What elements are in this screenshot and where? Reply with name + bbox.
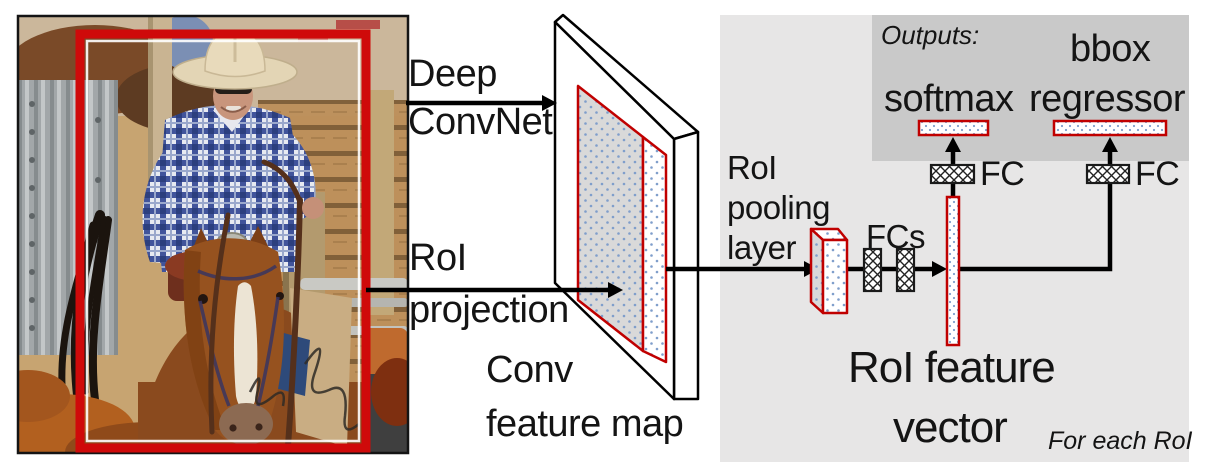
- bbox-output-bar: [1052, 119, 1168, 137]
- rider-hand: [302, 197, 324, 219]
- roi-label: RoI: [409, 237, 467, 279]
- arrows: [366, 100, 1113, 293]
- bridle: [197, 264, 280, 407]
- signature: [248, 347, 360, 431]
- softmax-label: softmax: [884, 78, 1014, 120]
- roi-pooling-box: [809, 227, 849, 315]
- convnet-label: ConvNet: [408, 101, 553, 143]
- rider-plaid-shirt: [159, 104, 298, 272]
- deep-label: Deep: [408, 53, 497, 95]
- roi-region-on-feature-map: [576, 84, 668, 364]
- regressor-label: regressor: [1029, 78, 1186, 120]
- roi-pooling-line2: pooling: [727, 189, 830, 226]
- panel-dark-outputs: [872, 15, 1189, 161]
- horse-muzzle: [219, 403, 273, 445]
- arrowheads: [542, 95, 1118, 298]
- fc-layers: [862, 163, 1131, 293]
- red-bars: [917, 119, 1168, 347]
- fcs-box-1: [862, 247, 883, 293]
- fcs-box-2: [895, 247, 916, 293]
- roi-feature-vector-bar: [945, 195, 961, 347]
- fcs-label: FCs: [866, 218, 926, 255]
- fc-softmax-label: FC: [980, 155, 1025, 193]
- conv-caption-line1: Conv: [486, 349, 573, 391]
- horse-blaze: [233, 282, 258, 411]
- fc-bbox-label: FC: [1135, 155, 1180, 193]
- conv-caption-line2: feature map: [486, 403, 684, 445]
- roi-bounding-box: [75, 29, 371, 453]
- metal-rail: [300, 278, 408, 290]
- roi-pooling-line1: RoI: [727, 149, 777, 186]
- for-each-roi-label: For each RoI: [1048, 427, 1193, 455]
- bbox-label: bbox: [1070, 28, 1151, 70]
- vector-to-bbox-connector: [958, 183, 1113, 272]
- reins: [208, 159, 303, 449]
- roi-feature-vector-line2: vector: [893, 403, 1008, 452]
- photo-border: [16, 14, 410, 455]
- outputs-label: Outputs:: [881, 20, 980, 50]
- roi-pooling-line3: layer: [727, 229, 797, 266]
- projection-label: projection: [409, 289, 569, 331]
- fc-box-bbox: [1085, 163, 1131, 185]
- saddle-bag: [290, 288, 352, 447]
- roi-feature-vector-line1: RoI feature: [848, 343, 1056, 392]
- fc-box-softmax: [929, 163, 976, 185]
- softmax-output-bar: [917, 119, 990, 137]
